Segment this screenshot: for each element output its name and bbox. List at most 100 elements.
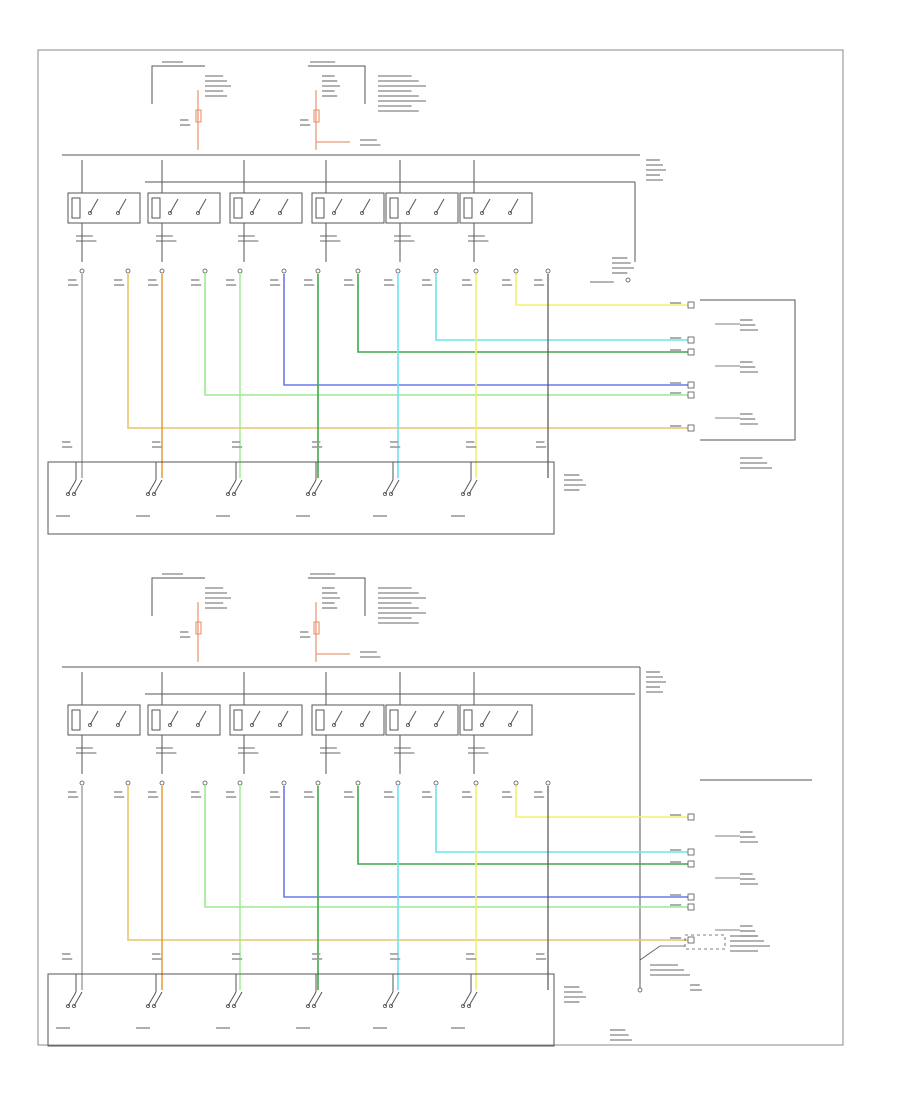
wire-green (357, 274, 690, 353)
switch-blade (89, 198, 99, 214)
wire-cyan (435, 274, 690, 341)
feed-bracket (151, 65, 205, 104)
switch-blade (509, 198, 519, 214)
connector-icon (237, 268, 243, 274)
switch-blade (361, 198, 371, 214)
motor-icon (71, 709, 81, 731)
switch-blade (384, 991, 394, 1007)
switch-blade (117, 710, 127, 726)
switch-blade (390, 479, 400, 495)
connector-icon (687, 424, 695, 432)
connector-icon (687, 936, 695, 944)
connector-icon (79, 268, 85, 274)
wire-light-green (204, 786, 688, 908)
switch-module (459, 192, 533, 224)
connector-icon (159, 268, 165, 274)
switch-blade (279, 710, 289, 726)
motor-icon (233, 197, 243, 219)
connector-icon (687, 391, 695, 399)
switch-blade (333, 710, 343, 726)
motor-icon (463, 197, 473, 219)
seat-switch-lead (639, 945, 685, 961)
switch-blade (169, 710, 179, 726)
switch-blade (147, 991, 157, 1007)
connector-icon (281, 780, 287, 786)
wire-tan (127, 274, 690, 429)
connector-icon (315, 780, 321, 786)
switch-blade (509, 710, 519, 726)
connector-icon (202, 780, 208, 786)
connector-icon (79, 780, 85, 786)
switch-module (459, 704, 533, 736)
connector-icon (687, 336, 695, 344)
connector-icon (545, 780, 551, 786)
switch-blade (481, 710, 491, 726)
switch-blade (89, 710, 99, 726)
wire-yellow (515, 274, 690, 306)
switch-blade (227, 991, 237, 1007)
switch-module (229, 704, 303, 736)
connector-icon (355, 780, 361, 786)
wire-blue (283, 786, 688, 898)
switch-blade (313, 479, 323, 495)
motor-block-frame (700, 299, 796, 441)
switch-blade (67, 479, 77, 495)
switch-blade (468, 991, 478, 1007)
switch-blade (153, 991, 163, 1007)
switch-blade (307, 991, 317, 1007)
switch-blade (435, 710, 445, 726)
feed-bracket (308, 65, 366, 104)
switch-blade (462, 991, 472, 1007)
switch-blade (333, 198, 343, 214)
switch-blade (233, 479, 243, 495)
switch-blade (407, 198, 417, 214)
lower-switch-panel (47, 461, 555, 535)
switch-blade (462, 479, 472, 495)
switch-blade (73, 479, 83, 495)
switch-blade (279, 198, 289, 214)
feed-bracket (308, 577, 366, 616)
switch-blade (481, 198, 491, 214)
connector-icon (687, 381, 695, 389)
motor-icon (71, 197, 81, 219)
ground-icon (637, 987, 643, 993)
connector-icon (355, 268, 361, 274)
connector-icon (159, 780, 165, 786)
switch-blade (361, 710, 371, 726)
connector-icon (687, 813, 695, 821)
switch-blade (117, 198, 127, 214)
switch-blade (197, 198, 207, 214)
connector-icon (433, 780, 439, 786)
wire-cyan (435, 786, 688, 853)
wire-tan (127, 786, 688, 941)
connector-icon (687, 860, 695, 868)
switch-blade (73, 991, 83, 1007)
connector-icon (433, 268, 439, 274)
connector-icon (125, 268, 131, 274)
connector-icon (202, 268, 208, 274)
switch-module (311, 192, 385, 224)
connector-icon (315, 268, 321, 274)
wire-light-green (204, 274, 690, 396)
motor-icon (151, 197, 161, 219)
motor-icon (151, 709, 161, 731)
motor-icon (315, 197, 325, 219)
switch-blade (67, 991, 77, 1007)
motor-icon (233, 709, 243, 731)
switch-blade (197, 710, 207, 726)
connector-icon (513, 780, 519, 786)
switch-blade (251, 198, 261, 214)
switch-blade (153, 479, 163, 495)
switch-blade (251, 710, 261, 726)
connector-icon (687, 893, 695, 901)
connector-icon (281, 268, 287, 274)
feed-bracket (151, 577, 205, 616)
switch-module (311, 704, 385, 736)
motor-icon (389, 709, 399, 731)
connector-icon (545, 268, 551, 274)
motor-icon (389, 197, 399, 219)
switch-blade (435, 198, 445, 214)
diagram-frame (37, 49, 844, 1046)
